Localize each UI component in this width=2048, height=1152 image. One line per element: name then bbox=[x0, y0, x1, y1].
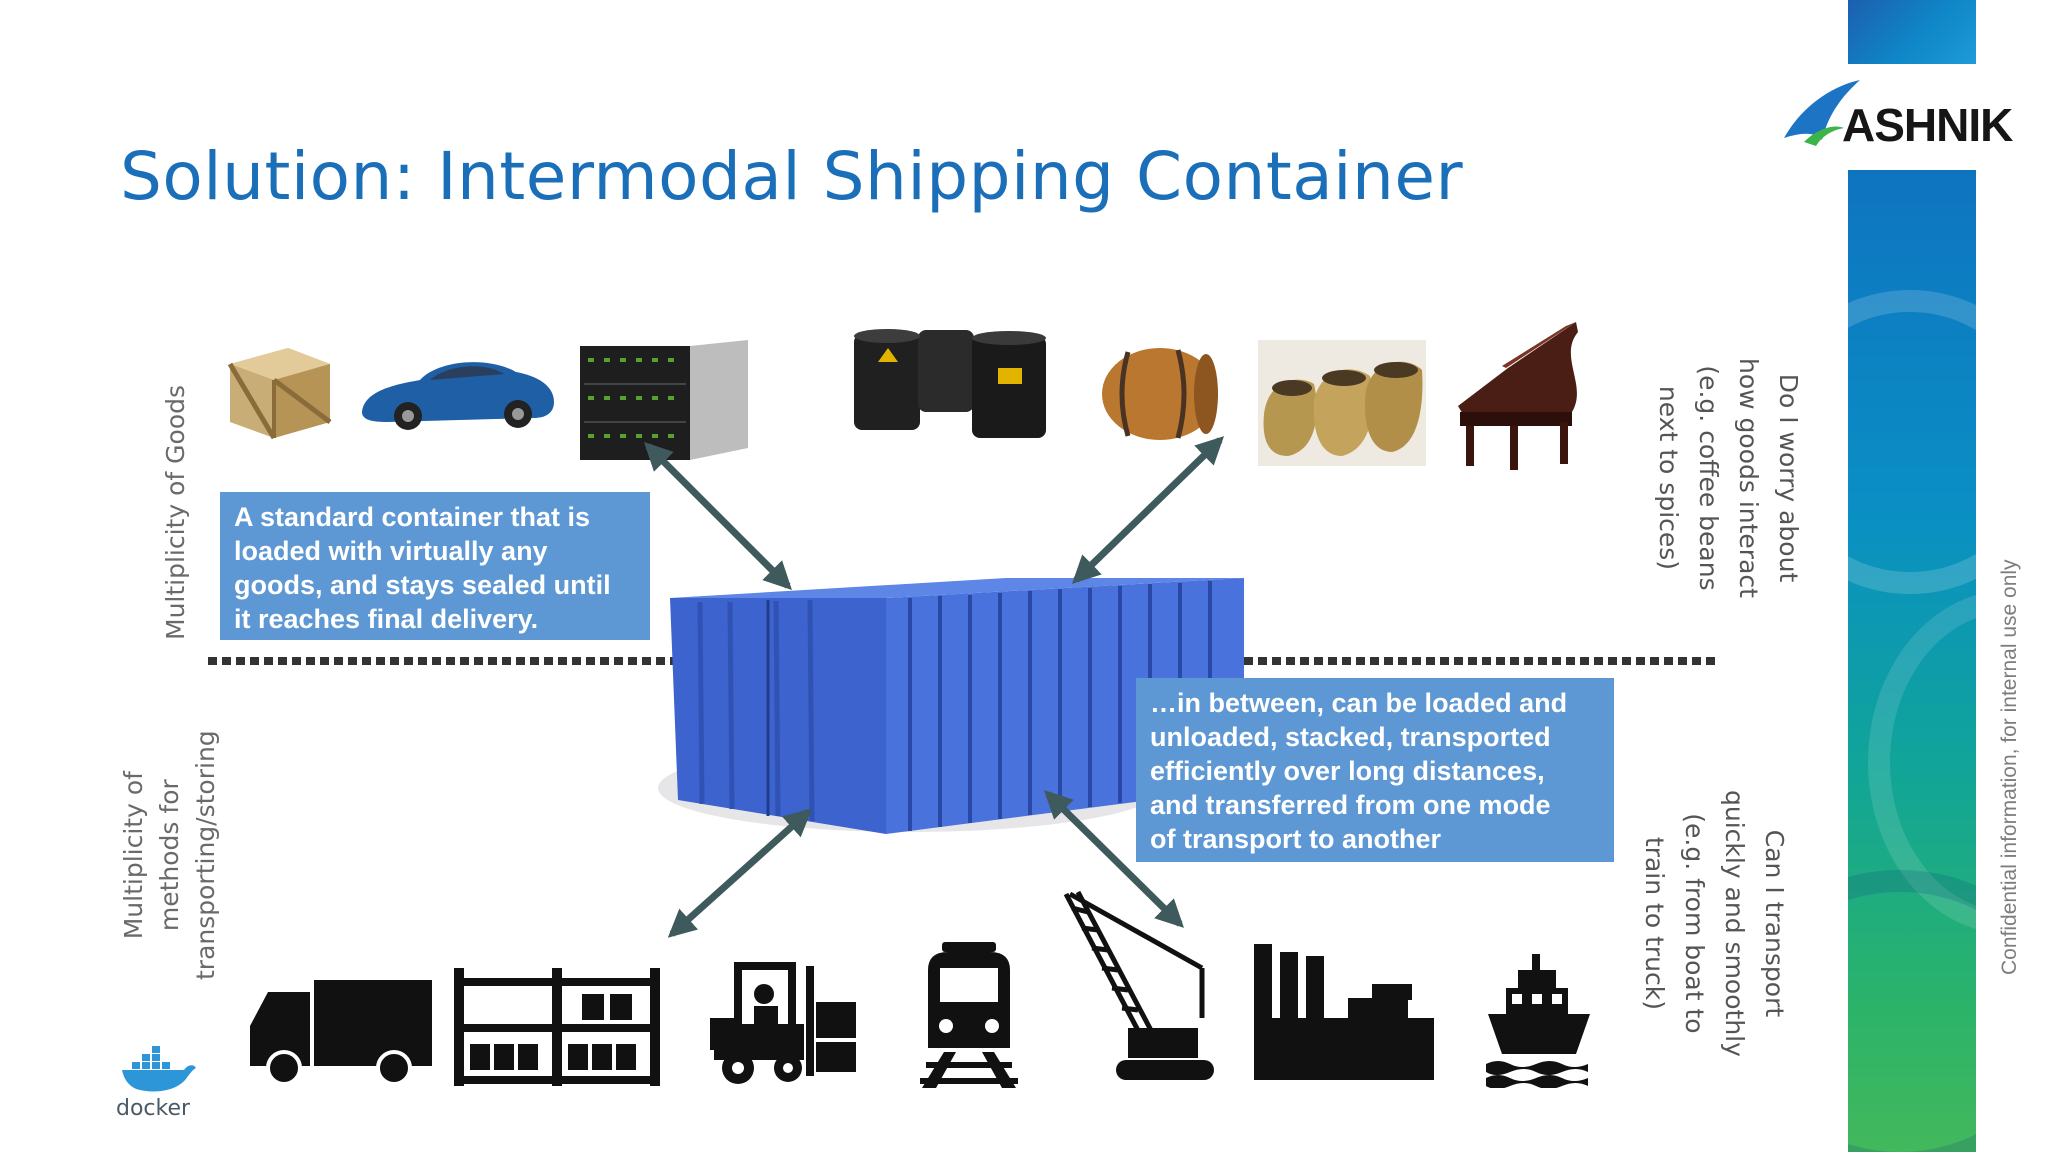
storage-rack-icon bbox=[454, 968, 660, 1086]
truck-icon bbox=[250, 980, 432, 1086]
arrow-barrel-container bbox=[1071, 436, 1225, 584]
logo-text: ASHNIK bbox=[1842, 99, 2013, 151]
confidential-note: Confidential information, for internal u… bbox=[1998, 559, 2021, 975]
arrow-server-container bbox=[644, 442, 792, 590]
ashnik-logo bbox=[1784, 80, 1860, 146]
grand-piano-icon bbox=[1458, 322, 1578, 470]
info-box-sealed: A standard container that is loaded with… bbox=[220, 492, 650, 640]
factory-icon bbox=[1254, 944, 1434, 1080]
car-icon bbox=[362, 362, 554, 430]
server-rack-icon bbox=[580, 340, 748, 460]
crate-icon bbox=[227, 348, 332, 440]
decor-strip-top bbox=[1848, 0, 1976, 64]
arrow-container-rack bbox=[667, 808, 813, 938]
coffee-sacks-icon bbox=[1258, 340, 1426, 466]
crane-icon bbox=[1063, 890, 1214, 1080]
slide-title: Solution: Intermodal Shipping Container bbox=[120, 138, 1464, 215]
docker-whale-icon bbox=[122, 1046, 196, 1092]
label-goods-interaction: Do I worry about how goods interact (e.g… bbox=[1654, 358, 1803, 598]
wine-barrel-icon bbox=[1102, 348, 1218, 440]
forklift-icon bbox=[710, 962, 856, 1084]
info-box-transport: …in between, can be loaded and unloaded,… bbox=[1136, 678, 1614, 862]
train-icon bbox=[920, 942, 1018, 1088]
ship-icon bbox=[1486, 954, 1590, 1088]
arrow-container-crane bbox=[1044, 790, 1184, 928]
decor-strip bbox=[1848, 170, 1976, 1152]
container-diagram: Multiplicity of Goods Multiplicity of me… bbox=[108, 300, 1803, 1138]
arrows-layer bbox=[644, 436, 1225, 938]
docker-logo-text: docker bbox=[116, 1096, 191, 1121]
label-transport-question: Can I transport quickly and smoothly (e.… bbox=[1640, 790, 1789, 1057]
oil-barrels-icon bbox=[854, 329, 1046, 438]
